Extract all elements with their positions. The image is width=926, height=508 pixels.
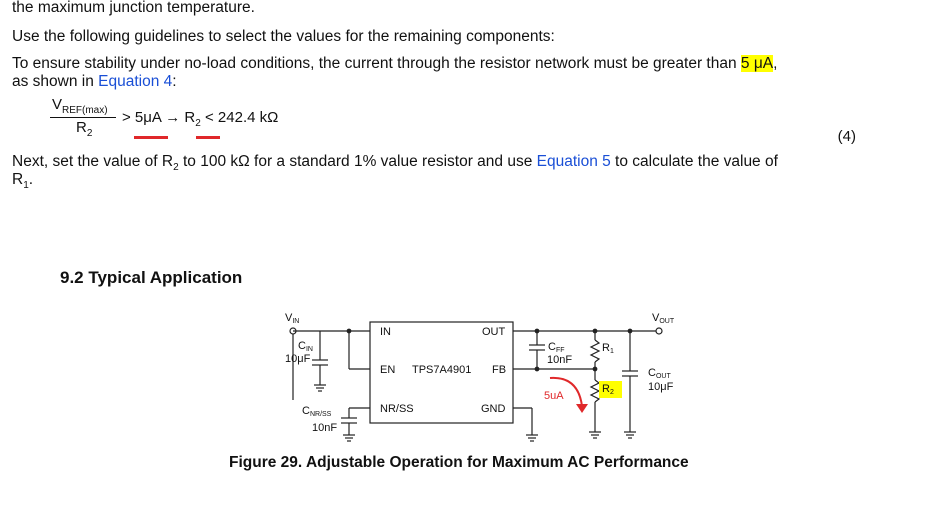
eq-v-sub: REF(max)	[62, 105, 108, 116]
text-span: to calculate the value of	[610, 153, 778, 170]
current-arrow	[549, 376, 583, 407]
cff-label: CFF	[548, 341, 565, 354]
r2-label: R2	[602, 383, 614, 396]
red-underline-r2	[196, 136, 220, 139]
text-span: :	[172, 73, 177, 90]
cout-label: COUT	[648, 367, 671, 380]
eq-rhs-a: > 5μA → R	[122, 109, 196, 126]
cnr-label: CNR/SS	[302, 405, 332, 418]
cin-label: CIN	[298, 340, 313, 353]
ic-pin-nrss: NR/SS	[380, 403, 414, 415]
ic-box	[369, 321, 514, 424]
text-span: .	[28, 171, 34, 188]
eq-rhs-sub: 2	[195, 118, 201, 129]
cnr-value: 10nF	[312, 422, 337, 434]
text-span: as shown in	[12, 73, 99, 90]
current-label: 5uA	[544, 390, 564, 402]
ic-pin-out: OUT	[482, 326, 506, 338]
text-span: ,	[773, 55, 778, 72]
highlighted-value: 5 μA	[740, 55, 774, 72]
eq-r-sub: 2	[86, 128, 93, 139]
vout-label: VOUT	[652, 312, 675, 325]
text-sub: 1	[23, 180, 29, 192]
text-span: R	[12, 171, 24, 188]
text-line-4: Next, set the value of R2 to 100 kΩ for …	[12, 153, 778, 173]
equation-denominator: R2	[76, 119, 92, 139]
cout-value: 10μF	[648, 381, 674, 393]
section-heading: 9.2 Typical Application	[60, 268, 243, 287]
text-span: to 100 kΩ for a standard 1% value resist…	[178, 153, 537, 170]
ic-pin-gnd: GND	[481, 403, 506, 415]
equation-numerator: VREF(max)	[52, 96, 108, 116]
red-underline-current	[134, 136, 168, 139]
text-sub: 2	[173, 162, 179, 174]
vout-terminal	[655, 327, 663, 335]
text-line-5: R1.	[12, 171, 33, 191]
fraction-bar	[50, 117, 116, 118]
ic-pin-in: IN	[380, 326, 391, 338]
ic-name: TPS7A4901	[412, 364, 471, 376]
cin-value: 10μF	[285, 353, 311, 365]
ic-pin-fb: FB	[492, 364, 506, 376]
text-span: Next, set the value of R	[12, 153, 174, 170]
text-line-0: the maximum junction temperature.	[12, 0, 255, 16]
text-span: To ensure stability under no-load condit…	[12, 55, 741, 72]
equation-number: (4)	[837, 128, 856, 145]
equation-4-link[interactable]: Equation 4	[98, 73, 173, 90]
figure-caption: Figure 29. Adjustable Operation for Maxi…	[229, 454, 689, 471]
eq-r: R	[76, 119, 87, 136]
cff-value: 10nF	[547, 354, 572, 366]
r1-label: R1	[602, 342, 614, 355]
equation-5-link[interactable]: Equation 5	[536, 153, 611, 170]
current-arrowhead	[576, 404, 588, 413]
equation-rhs: > 5μA → R2 < 242.4 kΩ	[122, 109, 278, 129]
text-line-1: Use the following guidelines to select t…	[12, 28, 555, 45]
ic-pin-en: EN	[380, 364, 395, 376]
eq-rhs-b: < 242.4 kΩ	[200, 109, 279, 126]
r2-highlight	[599, 381, 622, 398]
eq-v: V	[52, 96, 63, 113]
text-line-3: as shown in Equation 4:	[12, 73, 177, 91]
vin-label: VIN	[285, 312, 299, 325]
text-line-2: To ensure stability under no-load condit…	[12, 55, 777, 73]
